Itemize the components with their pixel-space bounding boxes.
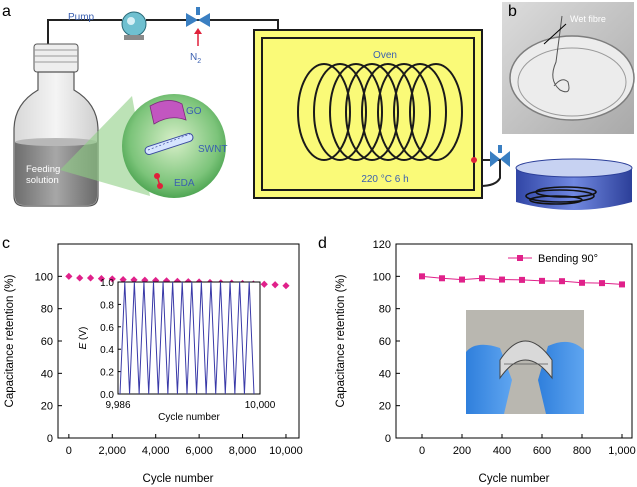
panel-label-a: a bbox=[2, 3, 11, 20]
chart-d-ytick-label: 0 bbox=[385, 433, 391, 445]
oven-label: Oven bbox=[373, 50, 397, 61]
pump-icon bbox=[121, 11, 147, 40]
inset-voltage-line bbox=[119, 281, 255, 395]
legend-marker bbox=[517, 255, 523, 261]
chart-d-ytick-label: 20 bbox=[379, 401, 391, 413]
chart-d-ytick-label: 80 bbox=[379, 304, 391, 316]
chart-c-ytick-label: 80 bbox=[41, 304, 53, 316]
gas-label: N2 bbox=[190, 52, 201, 65]
chart-d: 0 20 40 60 80 100 120 0 200 400 600 800 1,000 Capac… bbox=[335, 239, 636, 485]
chart-d-point bbox=[579, 279, 585, 286]
chart-c-point bbox=[173, 277, 182, 285]
chart-c-xtick-label: 2,000 bbox=[99, 445, 127, 457]
oven bbox=[253, 29, 483, 199]
chart-c-point bbox=[152, 276, 160, 285]
chart-c-ytick-label: 20 bbox=[41, 401, 53, 413]
inset-ytick-label: 0.0 bbox=[100, 390, 114, 401]
inset-ytick-label: 0.2 bbox=[100, 368, 114, 379]
chart-d-point bbox=[459, 276, 465, 283]
chart-c-xtick-label: 0 bbox=[66, 445, 72, 457]
chart-c-xtick-label: 4,000 bbox=[142, 445, 170, 457]
chart-d-xtick-label: 600 bbox=[533, 445, 551, 457]
chart-c-ytick-label: 40 bbox=[41, 368, 53, 380]
wet-fibre-label: Wet fibre bbox=[570, 14, 606, 24]
chart-c-xtick-label: 8,000 bbox=[229, 445, 257, 457]
chart-d-point bbox=[539, 277, 545, 284]
bent-device-photo bbox=[466, 310, 584, 414]
chart-d-point bbox=[419, 273, 425, 280]
chart-c-ytick-label: 0 bbox=[47, 433, 53, 445]
chart-c-point bbox=[162, 277, 171, 285]
chart-c-point bbox=[282, 282, 290, 290]
chart-d-ytick-label: 100 bbox=[373, 271, 391, 283]
coil bbox=[297, 63, 463, 161]
inset-ytick-label: 0.8 bbox=[100, 300, 114, 311]
chart-c-point bbox=[119, 275, 127, 284]
inset-ytick-label: 0.6 bbox=[100, 323, 114, 334]
component-label-go: GO bbox=[186, 106, 202, 117]
chart-c-point bbox=[108, 275, 116, 283]
coil-outlet-marker bbox=[471, 157, 477, 163]
chart-c-point bbox=[65, 272, 73, 280]
chart-c-ytick-label: 100 bbox=[35, 271, 53, 283]
chart-d-xtick-label: 200 bbox=[453, 445, 471, 457]
panel-label-b: b bbox=[508, 3, 517, 20]
eda-molecule-icon bbox=[154, 173, 163, 189]
inset-xtick-label: 10,000 bbox=[245, 400, 276, 411]
wet-fibre-photo bbox=[502, 2, 635, 134]
inset-ytick-label: 0.4 bbox=[100, 345, 114, 356]
inset-ylabel: E (V) bbox=[78, 327, 89, 350]
chart-d-xlabel: Cycle number bbox=[479, 473, 550, 485]
panel-label-d: d bbox=[318, 235, 327, 252]
chart-c-point bbox=[76, 274, 84, 282]
collection-bath bbox=[515, 158, 633, 210]
inset-xtick-label: 9,986 bbox=[105, 400, 130, 411]
chart-c-ylabel: Capacitance retention (%) bbox=[4, 274, 16, 407]
chart-c: 0 20 40 60 80 100 0 2,000 4,000 6,000 8,000 10,000… bbox=[4, 243, 303, 485]
chart-d-xtick-label: 1,000 bbox=[608, 445, 636, 457]
valve-icon bbox=[186, 7, 210, 27]
inset-ytick-label: 1.0 bbox=[100, 278, 114, 289]
chart-d-ytick-label: 60 bbox=[379, 336, 391, 348]
inset-xlabel: Cycle number bbox=[158, 412, 220, 423]
chart-c-xlabel: Cycle number bbox=[143, 473, 214, 485]
component-label-eda: EDA bbox=[174, 178, 195, 189]
chart-c-xtick-label: 6,000 bbox=[185, 445, 213, 457]
chart-c-ytick-label: 60 bbox=[41, 336, 53, 348]
chart-d-point bbox=[519, 276, 525, 283]
component-label-swnt: SWNT bbox=[198, 144, 227, 155]
nanotube-icon bbox=[144, 133, 194, 155]
chart-d-point bbox=[499, 276, 505, 283]
chart-d-point bbox=[479, 275, 485, 282]
chart-c-xtick-label: 10,000 bbox=[269, 445, 303, 457]
chart-d-xtick-label: 800 bbox=[573, 445, 591, 457]
chart-d-point bbox=[619, 281, 625, 288]
outlet-valve-icon bbox=[490, 145, 510, 167]
chart-d-ylabel: Capacitance retention (%) bbox=[335, 274, 347, 407]
graphene-oxide-icon bbox=[149, 100, 187, 125]
chart-d-point bbox=[439, 275, 445, 282]
chart-d-ytick-label: 40 bbox=[379, 368, 391, 380]
chart-d-point bbox=[559, 278, 565, 285]
chart-d-xtick-label: 0 bbox=[419, 445, 425, 457]
chart-c-point bbox=[97, 274, 106, 283]
oven-condition: 220 °C 6 h bbox=[361, 174, 408, 185]
chart-c-point bbox=[86, 274, 95, 282]
chart-c-point bbox=[271, 281, 279, 289]
chart-d-xtick-label: 400 bbox=[493, 445, 511, 457]
pump-label: Pump bbox=[68, 12, 95, 23]
panel-label-c: c bbox=[2, 235, 10, 252]
chart-d-ytick-label: 120 bbox=[373, 239, 391, 251]
chart-c-point bbox=[260, 280, 268, 288]
chart-d-legend: Bending 90° bbox=[508, 253, 598, 265]
gas-inlet-arrow-icon bbox=[194, 28, 202, 46]
legend-label: Bending 90° bbox=[538, 253, 598, 265]
chart-d-point bbox=[599, 280, 605, 287]
